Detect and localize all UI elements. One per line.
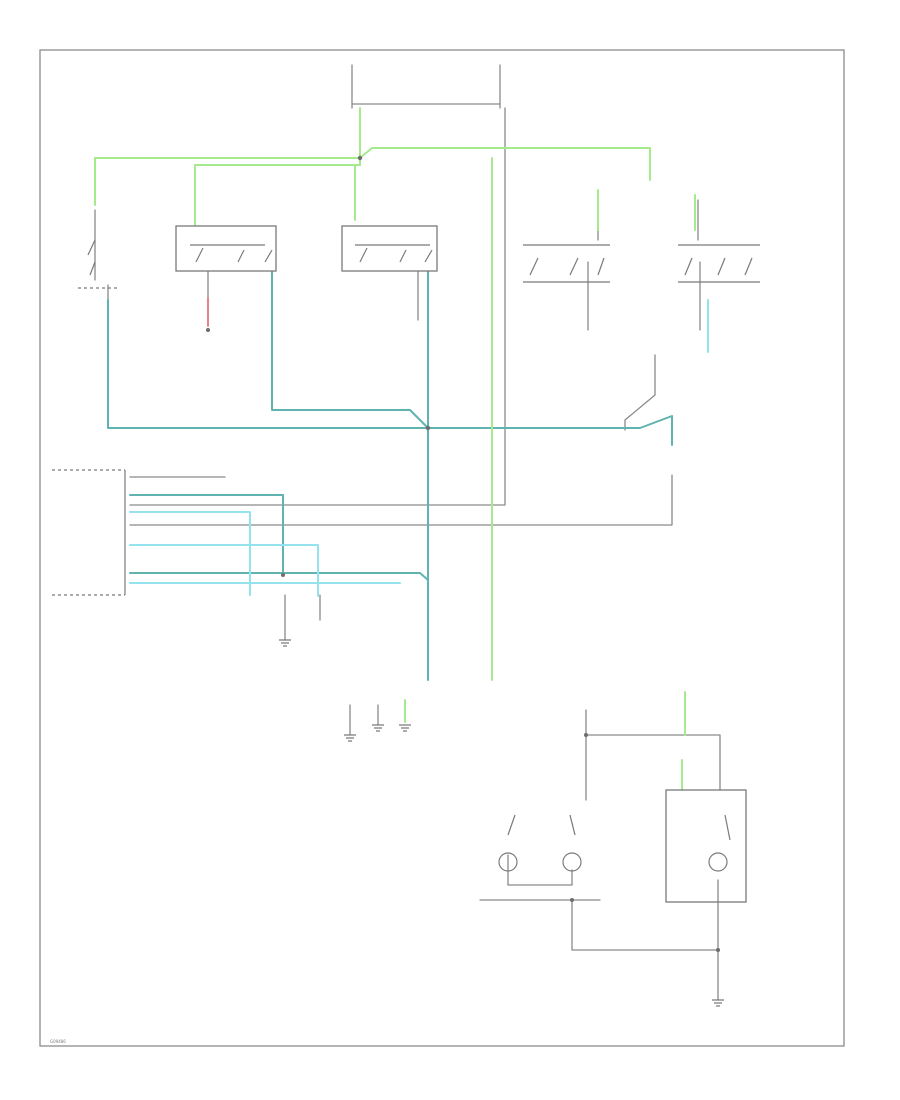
top-green-right bbox=[359, 147, 651, 181]
splice-right-feed bbox=[624, 354, 656, 431]
green-wires bbox=[94, 107, 696, 791]
connector-cyan-c bbox=[129, 544, 319, 597]
connector-cyan-a bbox=[129, 511, 251, 596]
splice-points bbox=[281, 155, 720, 952]
left-switch bbox=[78, 239, 120, 289]
main-ground-bus bbox=[107, 299, 673, 446]
lower-center-grounds bbox=[279, 639, 411, 742]
gray-wires bbox=[94, 64, 721, 1001]
connector-teal-a bbox=[129, 494, 284, 576]
lamp-left-wire bbox=[507, 854, 573, 886]
green-to-switch-1 bbox=[194, 164, 361, 226]
lower-lamps bbox=[498, 789, 747, 1007]
switch-1 bbox=[175, 225, 277, 332]
teal-wires bbox=[107, 269, 673, 681]
connector-teal-b bbox=[129, 572, 429, 581]
left-connector bbox=[52, 469, 126, 596]
feed-down-right bbox=[129, 107, 506, 506]
switch-2 bbox=[341, 225, 438, 272]
lower-return bbox=[571, 899, 719, 951]
cyan-wires bbox=[129, 299, 709, 597]
top-green-bus bbox=[94, 157, 361, 206]
lower-feed-bar bbox=[585, 734, 721, 791]
right-splice-return bbox=[129, 474, 673, 526]
diagram-border bbox=[39, 49, 845, 1047]
switch-1-teal bbox=[271, 269, 429, 429]
switch-4 bbox=[678, 244, 760, 283]
footer-code: G09486 bbox=[50, 1039, 66, 1044]
switch-3 bbox=[523, 244, 610, 283]
